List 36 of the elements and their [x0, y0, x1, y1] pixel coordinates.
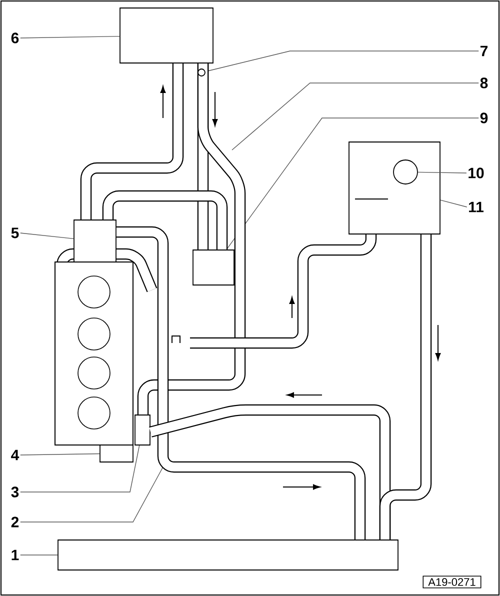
leader-line [20, 445, 140, 492]
figure-code: A19-0271 [422, 576, 482, 588]
cap-circle [393, 160, 418, 184]
callout-number: 4 [11, 450, 20, 460]
leader-line [20, 36, 120, 38]
callout-number: 6 [11, 32, 19, 44]
hose [379, 234, 432, 540]
callout-number: 1 [12, 550, 19, 560]
hose [137, 63, 246, 415]
leader-line [418, 172, 467, 174]
thermostat-housing [74, 220, 116, 262]
callout-number: 7 [480, 46, 488, 56]
expansion-tank [348, 142, 440, 234]
leader-line [232, 82, 479, 150]
callout-number: 3 [11, 486, 19, 498]
sensor-box [134, 414, 150, 446]
callout-number: 2 [11, 516, 19, 528]
leader-line [226, 118, 479, 250]
callout-number: 9 [480, 112, 488, 124]
callout-number: 11 [469, 202, 484, 212]
hose [190, 233, 377, 349]
leader-line [20, 232, 74, 240]
callout-number: 8 [480, 78, 488, 88]
hose [80, 63, 184, 220]
leader-line [20, 453, 100, 456]
valve-box [192, 250, 234, 286]
hose [102, 190, 228, 250]
heat-exchanger-box [120, 8, 214, 64]
callout-number: 5 [11, 228, 19, 238]
radiator-box [58, 540, 398, 570]
callout-number: 10 [468, 168, 484, 178]
leader-line [20, 466, 164, 522]
pump-box [100, 444, 134, 462]
hose [116, 226, 366, 540]
leader-line [440, 200, 468, 208]
leader-line [20, 554, 58, 556]
